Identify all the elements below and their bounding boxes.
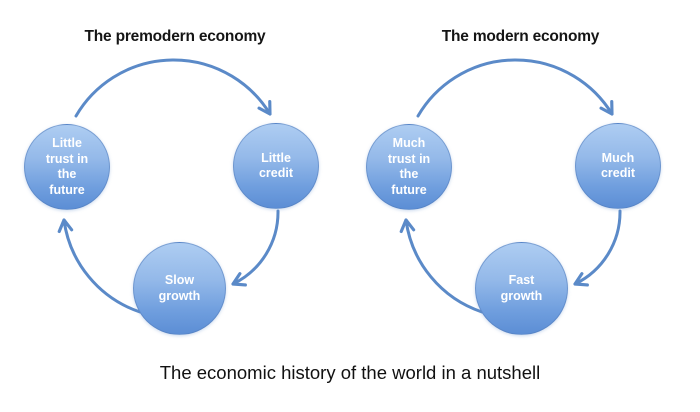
slide-caption: The economic history of the world in a n… xyxy=(159,362,541,383)
arrow-growth-to-trust-premodern xyxy=(57,218,142,314)
arrow-trust-to-credit-premodern xyxy=(74,58,272,118)
arrow-credit-to-growth-premodern xyxy=(231,209,280,287)
arrow-growth-to-trust-modern xyxy=(399,218,484,314)
arrow-credit-to-growth-modern xyxy=(573,209,622,287)
node-little-credit: Little credit xyxy=(233,123,319,209)
node-much-credit: Much credit xyxy=(575,123,661,209)
node-label: Much trust in the future xyxy=(387,136,431,197)
node-label: Little trust in the future xyxy=(45,136,89,197)
node-label: Much credit xyxy=(600,150,636,181)
node-much-trust: Much trust in the future xyxy=(366,124,452,210)
node-little-trust: Little trust in the future xyxy=(24,124,110,210)
node-slow-growth: Slow growth xyxy=(133,242,226,335)
node-label: Slow growth xyxy=(158,273,201,303)
node-label: Fast growth xyxy=(500,273,543,303)
modern-diagram-title: The modern economy xyxy=(441,28,600,45)
node-fast-growth: Fast growth xyxy=(475,242,568,335)
node-label: Little credit xyxy=(258,150,294,181)
arrow-trust-to-credit-modern xyxy=(416,58,614,118)
premodern-diagram-title: The premodern economy xyxy=(84,28,266,45)
